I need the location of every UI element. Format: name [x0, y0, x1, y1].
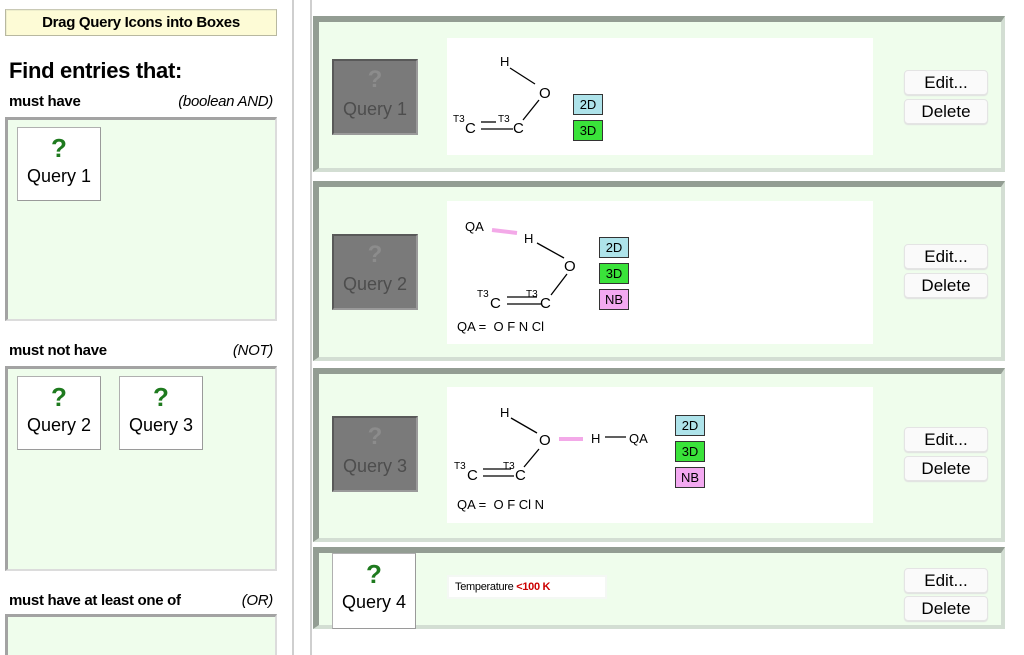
badge-nb: NB [599, 289, 629, 310]
atom-c: C [490, 295, 501, 312]
edit-button[interactable]: Edit... [904, 427, 988, 452]
atom-o: O [564, 258, 576, 275]
label-t3: T3 [498, 114, 510, 125]
atom-o: O [539, 432, 551, 449]
atom-c: C [465, 120, 476, 137]
label-t3: T3 [453, 114, 465, 125]
must-have-dropzone[interactable]: ? Query 1 [5, 117, 277, 321]
molecule-drawing: H O H QA T3 C T3 C [454, 405, 648, 484]
delete-button[interactable]: Delete [904, 273, 988, 298]
question-icon: ? [367, 66, 383, 93]
temperature-condition[interactable]: Temperature <100 K [447, 575, 607, 599]
structure-diagram-1[interactable]: H O T3 C T3 C 2D 3D [447, 38, 873, 155]
not-operator-label: (NOT) [232, 342, 273, 359]
query-icon-3[interactable]: ? Query 3 [119, 376, 203, 450]
panel-divider [292, 0, 294, 655]
delete-button[interactable]: Delete [904, 456, 988, 481]
question-icon: ? [367, 241, 383, 268]
atom-qa: QA [465, 219, 484, 234]
badge-2d: 2D [675, 415, 705, 436]
query-icon-3-used: ? Query 3 [332, 416, 418, 492]
atom-c: C [540, 295, 551, 312]
query-icon-1-used: ? Query 1 [332, 59, 418, 135]
atom-h: H [524, 231, 533, 246]
qa-definition: QA = O F Cl N [457, 497, 545, 512]
label-t3: T3 [526, 289, 538, 300]
badge-3d: 3D [599, 263, 629, 284]
query-panel-3: ? Query 3 H O H QA T3 C T3 C 2D 3D [313, 368, 1005, 542]
molecule-drawing: H O T3 C T3 C [453, 54, 551, 137]
atom-qa: QA [629, 431, 648, 446]
bond-o-c [523, 448, 540, 468]
or-operator-label: (OR) [241, 592, 274, 609]
question-icon: ? [153, 382, 169, 412]
bond-h-o [510, 417, 538, 434]
window-margin [1005, 0, 1024, 655]
nonbonded-contact [491, 228, 518, 235]
atom-h: H [500, 405, 509, 420]
query-panel-1: ? Query 1 H O T3 C T3 C 2D 3D Edit... De… [313, 16, 1005, 172]
bond-h-o [536, 242, 565, 259]
instruction-banner: Drag Query Icons into Boxes [5, 9, 277, 36]
question-icon: ? [367, 423, 383, 450]
atom-h: H [591, 431, 600, 446]
bond-o-c [522, 99, 540, 121]
badge-2d: 2D [573, 94, 603, 115]
bond-h-o [509, 67, 536, 85]
question-icon: ? [51, 382, 67, 412]
atom-c: C [513, 120, 524, 137]
qa-definition: QA = O F N Cl [457, 319, 545, 334]
question-icon: ? [366, 559, 382, 589]
badge-2d: 2D [599, 237, 629, 258]
query-icon-2-used: ? Query 2 [332, 234, 418, 310]
label-t3: T3 [454, 461, 466, 472]
atom-o: O [539, 85, 551, 102]
query-panel-2: ? Query 2 QA H O T3 C T3 C 2D 3D NB [313, 181, 1005, 361]
and-operator-label: (boolean AND) [178, 93, 273, 110]
atom-c: C [515, 467, 526, 484]
badge-3d: 3D [573, 120, 603, 141]
query-list-border [310, 0, 312, 655]
delete-button[interactable]: Delete [904, 596, 988, 621]
edit-button[interactable]: Edit... [904, 568, 988, 593]
structure-diagram-2[interactable]: QA H O T3 C T3 C 2D 3D NB QA = O F N Cl [447, 201, 873, 344]
query-logic-panel: Drag Query Icons into Boxes Find entries… [0, 0, 292, 655]
molecule-drawing: QA H O T3 C T3 C [465, 219, 576, 312]
atom-h: H [500, 54, 509, 69]
query-panel-4: ? Query 4 Temperature <100 K Edit... Del… [313, 547, 1005, 629]
atom-c: C [467, 467, 478, 484]
must-have-label: must have (boolean AND) [9, 93, 273, 110]
bond-o-c [550, 273, 568, 296]
query-icon-1[interactable]: ? Query 1 [17, 127, 101, 201]
edit-button[interactable]: Edit... [904, 70, 988, 95]
query-icon-4[interactable]: ? Query 4 [332, 553, 416, 629]
find-heading: Find entries that: [9, 58, 183, 83]
question-icon: ? [51, 133, 67, 163]
badge-nb: NB [675, 467, 705, 488]
must-have-one-of-label: must have at least one of (OR) [9, 592, 273, 609]
or-dropzone[interactable] [5, 614, 277, 655]
label-t3: T3 [477, 289, 489, 300]
label-t3: T3 [503, 461, 515, 472]
must-not-have-dropzone[interactable]: ? Query 2 ? Query 3 [5, 366, 277, 571]
structure-diagram-3[interactable]: H O H QA T3 C T3 C 2D 3D NB QA = O F Cl … [447, 387, 873, 523]
temperature-value: <100 K [516, 581, 551, 593]
query-icon-2[interactable]: ? Query 2 [17, 376, 101, 450]
delete-button[interactable]: Delete [904, 99, 988, 124]
edit-button[interactable]: Edit... [904, 244, 988, 269]
badge-3d: 3D [675, 441, 705, 462]
must-not-have-label: must not have (NOT) [9, 342, 273, 359]
